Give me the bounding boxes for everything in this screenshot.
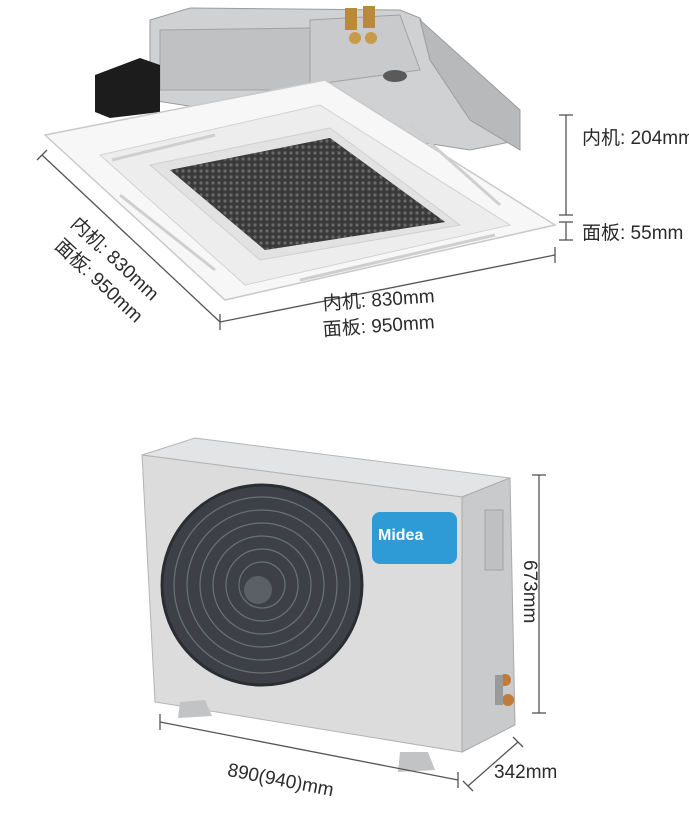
indoor-height-label-line2: 面板: 55mm [582, 221, 683, 247]
indoor-cassette-unit [43, 6, 557, 301]
indoor-height-label-line1: 内机: 204mm [582, 126, 689, 152]
outdoor-dimension-lines [159, 474, 546, 792]
indoor-height-panel-label: 面板: 55mm [582, 223, 684, 244]
indoor-dimension-lines [36, 114, 573, 330]
outdoor-depth-label: 342mm [494, 762, 558, 783]
outdoor-unit [141, 437, 516, 772]
indoor-height-unit-label: 内机: 204mm [582, 128, 689, 149]
midea-logo-text: Midea [378, 527, 424, 544]
outdoor-height-label: 673mm [519, 560, 540, 624]
midea-logo [372, 512, 457, 564]
